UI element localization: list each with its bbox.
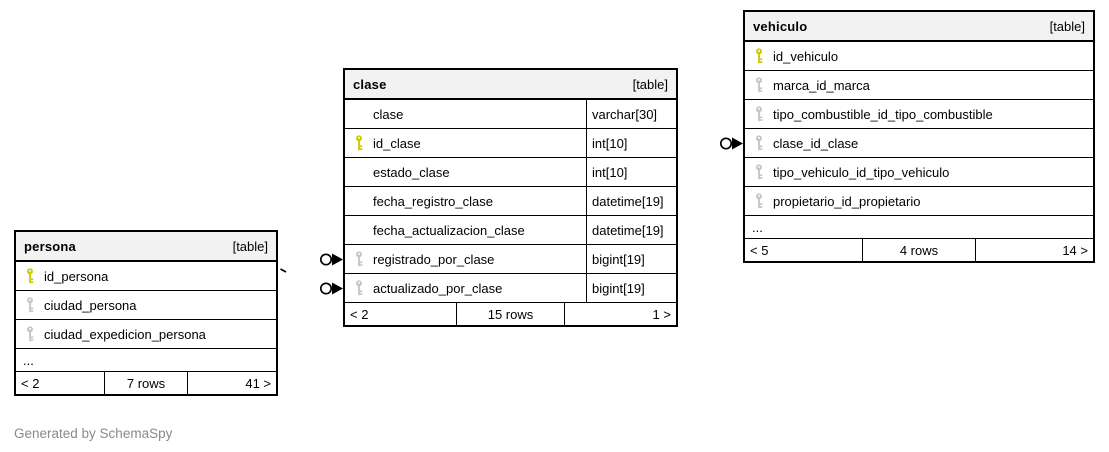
column-row-actualizado_por_clase[interactable]: actualizado_por_clase bigint[19] [345, 274, 676, 303]
hidden-columns-ellipsis: ... [16, 349, 276, 372]
column-type: int[10] [586, 158, 676, 186]
foreign-key-icon [27, 326, 34, 342]
column-row-ciudad_expedicion_persona[interactable]: ciudad_expedicion_persona [16, 320, 276, 349]
foreign-key-icon [756, 193, 763, 209]
edge-fragment-persona-id_persona [280, 268, 287, 273]
table-header-clase[interactable]: clase [table] [345, 70, 676, 100]
parent-count: < 5 [750, 242, 769, 258]
fk-stub-vehiculo-clase_id_clase [719, 137, 743, 150]
row-count: 7 rows [103, 372, 188, 394]
table-header-persona[interactable]: persona [table] [16, 232, 276, 262]
column-name: estado_clase [373, 164, 450, 180]
column-row-fecha_registro_clase[interactable]: fecha_registro_clase datetime[19] [345, 187, 676, 216]
column-name: ciudad_persona [44, 297, 137, 313]
column-row-tipo_vehiculo_id_tipo_vehiculo[interactable]: tipo_vehiculo_id_tipo_vehiculo [745, 158, 1093, 187]
column-name: marca_id_marca [773, 77, 870, 93]
column-name: tipo_combustible_id_tipo_combustible [773, 106, 993, 122]
foreign-key-icon [756, 135, 763, 151]
column-name: clase [373, 106, 404, 122]
column-row-marca_id_marca[interactable]: marca_id_marca [745, 71, 1093, 100]
row-count: 15 rows [456, 303, 563, 325]
table-name[interactable]: vehiculo [753, 18, 808, 34]
column-row-propietario_id_propietario[interactable]: propietario_id_propietario [745, 187, 1093, 216]
table-name[interactable]: clase [353, 76, 387, 92]
column-name: tipo_vehiculo_id_tipo_vehiculo [773, 164, 950, 180]
table-type-tag: [table] [632, 76, 668, 92]
column-row-clase_id_clase[interactable]: clase_id_clase [745, 129, 1093, 158]
column-name: id_clase [373, 135, 421, 151]
primary-key-icon [356, 135, 363, 151]
column-name: actualizado_por_clase [373, 280, 503, 296]
table-name[interactable]: persona [24, 238, 76, 254]
column-row-id_clase[interactable]: id_clase int[10] [345, 129, 676, 158]
table-header-vehiculo[interactable]: vehiculo [table] [745, 12, 1093, 42]
table-type-tag: [table] [232, 238, 268, 254]
column-name: fecha_actualizacion_clase [373, 222, 525, 238]
child-count: 1 > [563, 303, 676, 325]
foreign-key-icon [27, 297, 34, 313]
column-row-fecha_actualizacion_clase[interactable]: fecha_actualizacion_clase datetime[19] [345, 216, 676, 245]
generated-by-note: Generated by SchemaSpy [14, 426, 173, 441]
foreign-key-icon [756, 77, 763, 93]
column-type: varchar[30] [586, 100, 676, 128]
parent-count: < 2 [21, 375, 40, 391]
child-count: 14 > [975, 239, 1093, 261]
row-count: 4 rows [862, 239, 975, 261]
column-type: datetime[19] [586, 216, 676, 244]
column-row-tipo_combustible_id_tipo_combustible[interactable]: tipo_combustible_id_tipo_combustible [745, 100, 1093, 129]
column-row-registrado_por_clase[interactable]: registrado_por_clase bigint[19] [345, 245, 676, 274]
table-type-tag: [table] [1049, 18, 1085, 34]
entity-table-vehiculo: vehiculo [table] id_vehiculo marca_id_mar… [743, 10, 1095, 263]
entity-table-persona: persona [table] id_persona ciudad_persona… [14, 230, 278, 396]
column-name: id_persona [44, 268, 109, 284]
column-name: propietario_id_propietario [773, 193, 921, 209]
primary-key-icon [756, 48, 763, 64]
column-name: clase_id_clase [773, 135, 859, 151]
column-type: bigint[19] [586, 245, 676, 273]
column-name: id_vehiculo [773, 48, 839, 64]
primary-key-icon [27, 268, 34, 284]
parent-count: < 2 [350, 306, 369, 322]
column-name: fecha_registro_clase [373, 193, 493, 209]
column-name: registrado_por_clase [373, 251, 495, 267]
column-row-ciudad_persona[interactable]: ciudad_persona [16, 291, 276, 320]
column-type: int[10] [586, 129, 676, 157]
foreign-key-icon [356, 251, 363, 267]
column-type: bigint[19] [586, 274, 676, 302]
foreign-key-icon [756, 106, 763, 122]
hidden-columns-ellipsis: ... [745, 216, 1093, 239]
foreign-key-icon [356, 280, 363, 296]
column-row-clase[interactable]: clase varchar[30] [345, 100, 676, 129]
fk-stub-clase-actualizado_por_clase [319, 282, 343, 295]
child-count: 41 > [187, 372, 276, 394]
column-type: datetime[19] [586, 187, 676, 215]
fk-stub-clase-registrado_por_clase [319, 253, 343, 266]
column-row-estado_clase[interactable]: estado_clase int[10] [345, 158, 676, 187]
column-row-id_persona[interactable]: id_persona [16, 262, 276, 291]
foreign-key-icon [756, 164, 763, 180]
column-name: ciudad_expedicion_persona [44, 326, 206, 342]
column-row-id_vehiculo[interactable]: id_vehiculo [745, 42, 1093, 71]
